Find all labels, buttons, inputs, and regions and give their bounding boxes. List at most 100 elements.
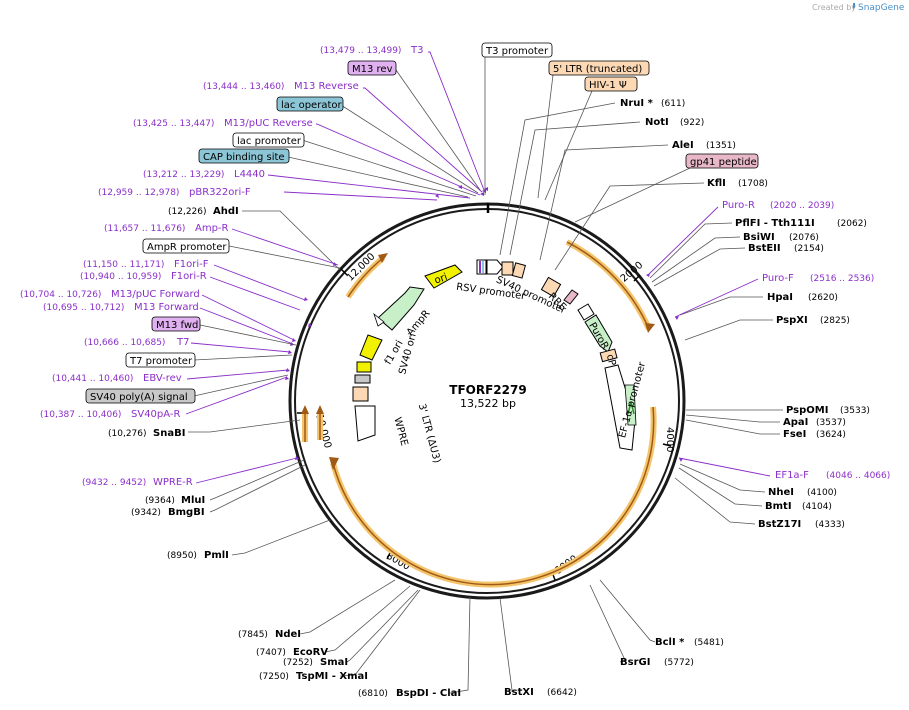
site-pos: (1708)	[738, 179, 768, 189]
site-labels: NruI * (611) NotI (922) AleI (1351) KflI…	[108, 98, 870, 699]
site-pos: (922)	[680, 118, 704, 128]
site-name: KflI	[707, 178, 726, 189]
primer-name: WPRE-R	[153, 477, 193, 488]
primer-pos: (13,479 .. 13,499)	[320, 46, 401, 56]
site-name: NdeI	[275, 629, 301, 640]
site-pos: (2620)	[808, 293, 838, 303]
primer-name: F1ori-R	[171, 271, 207, 282]
site-name: NotI	[645, 117, 669, 128]
ruler-label-4000: 4000	[664, 427, 675, 452]
primer-name: Puro-R	[722, 200, 755, 211]
wpre-feature: WPRE	[354, 405, 410, 447]
primer-pos: (2516 .. 2536)	[810, 274, 874, 284]
ruler-tick-2000	[633, 274, 641, 282]
primer-pos: (10,441 .. 10,460)	[52, 374, 133, 384]
ori-label: ori	[433, 272, 449, 287]
primer-name: Amp-R	[195, 223, 229, 234]
site-name: SnaBI	[153, 428, 185, 439]
primer-name: pBR322ori-F	[189, 187, 251, 198]
primer-name: M13 Reverse	[294, 81, 359, 92]
site-name: NheI	[768, 487, 794, 498]
site-pos: (4100)	[807, 488, 837, 498]
site-pos: (3624)	[816, 430, 846, 440]
site-pos: (12,226)	[168, 207, 207, 217]
primer-lines	[185, 51, 771, 484]
site-pos: (6810)	[358, 689, 388, 699]
ampr-feature: AmpR	[373, 286, 433, 338]
ruler-tick-4000	[662, 443, 672, 447]
site-pos: (2062)	[837, 219, 867, 229]
box-ampr-promoter-text: AmpR promoter	[147, 242, 227, 253]
site-pos: (4333)	[815, 520, 845, 530]
box-gp41-text: gp41 peptide	[690, 157, 757, 168]
primer-pos: (10,666 .. 10,685)	[84, 338, 165, 348]
box-m13-rev-text: M13 rev	[352, 64, 393, 75]
box-hiv1-psi-text: HIV-1 Ψ	[589, 80, 627, 91]
box-t3-promoter-text: T3 promoter	[485, 46, 549, 57]
primer-pos: (10,704 .. 10,726)	[20, 290, 101, 300]
site-name: BstXI	[504, 687, 534, 698]
site-pos: (9342)	[131, 508, 161, 518]
site-pos: (7250)	[259, 672, 289, 682]
site-name: SmaI	[320, 657, 348, 668]
site-pos: (10,276)	[108, 429, 147, 439]
primer-pos: (12,959 .. 12,978)	[98, 188, 179, 198]
primer-name: M13 Forward	[134, 302, 199, 313]
site-name: BstZ17I	[758, 519, 801, 530]
primer-pos: (13,444 .. 13,460)	[203, 82, 284, 92]
primer-name: F1ori-F	[174, 259, 209, 270]
site-name: FseI	[783, 429, 806, 440]
primer-arrowheads	[285, 185, 683, 462]
sv40-ori-label: SV40 ori	[397, 332, 419, 376]
box-lines	[193, 56, 691, 397]
site-name: AhdI	[213, 206, 239, 217]
site-pos: (5772)	[664, 658, 694, 668]
orf-arc-2-inner	[332, 406, 655, 586]
primer-pos: (10,387 .. 10,406)	[40, 410, 121, 420]
box-cap-binding-site-text: CAP binding site	[203, 152, 285, 163]
site-pos: (3537)	[816, 418, 846, 428]
box-5ltr	[548, 60, 650, 76]
box-t7-promoter-text: T7 promoter	[129, 356, 193, 367]
site-name: BstEII	[748, 243, 781, 254]
plasmid-name: TFORF2279	[449, 383, 526, 397]
orf-arcs	[302, 239, 657, 588]
site-name: PspXI	[776, 315, 808, 326]
box-t3-promoter	[481, 42, 553, 58]
rsv-promoter-feature: RSV promoter	[455, 259, 527, 302]
primer-pos: (13,425 .. 13,447)	[133, 119, 214, 129]
ef1a-promoter-feature: EF-1α promoter	[604, 360, 648, 451]
primer-name: EBV-rev	[143, 373, 182, 384]
ori-feature: ori	[424, 264, 463, 289]
site-name: BclI *	[655, 637, 685, 648]
primer-pos: (9432 .. 9452)	[82, 478, 146, 488]
primer-pos: (11,150 .. 11,171)	[83, 260, 164, 270]
plasmid-size: 13,522 bp	[460, 397, 516, 410]
box-gp41	[685, 153, 759, 169]
box-sv40-polya	[85, 388, 196, 404]
primer-labels: (13,479 .. 13,499) T3 (13,444 .. 13,460)…	[20, 45, 890, 488]
primer-name: M13/pUC Reverse	[224, 118, 313, 129]
orf-arc-1-inner	[566, 241, 650, 330]
primer-name: EF1a-F	[775, 470, 809, 481]
box-m13-rev	[347, 60, 397, 76]
box-m13-fwd-text: M13 fwd	[156, 320, 198, 331]
site-name: BmgBI	[168, 507, 205, 518]
site-pos: (4104)	[802, 502, 832, 512]
site-pos: (7845)	[238, 630, 268, 640]
box-lac-promoter	[232, 132, 305, 148]
ltr3-label: 3' LTR (ΔU3)	[416, 403, 442, 465]
box-lac-promoter-text: lac promoter	[237, 136, 302, 147]
site-pos: (1351)	[706, 141, 736, 151]
site-pos: (9364)	[145, 496, 175, 506]
credit-text: Created by	[812, 3, 856, 12]
feature-boxes: M13 rev lac operator lac promoter CAP bi…	[85, 42, 759, 404]
box-m13-fwd	[151, 316, 201, 332]
box-lac-operator-text: lac operator	[281, 100, 342, 111]
primer-name: L4440	[234, 169, 265, 180]
site-name: EcoRV	[293, 647, 328, 658]
wpre-label: WPRE	[391, 416, 409, 447]
site-pos: (2154)	[794, 244, 824, 254]
site-name: PmlI	[204, 550, 229, 561]
box-ampr-promoter	[142, 238, 230, 254]
